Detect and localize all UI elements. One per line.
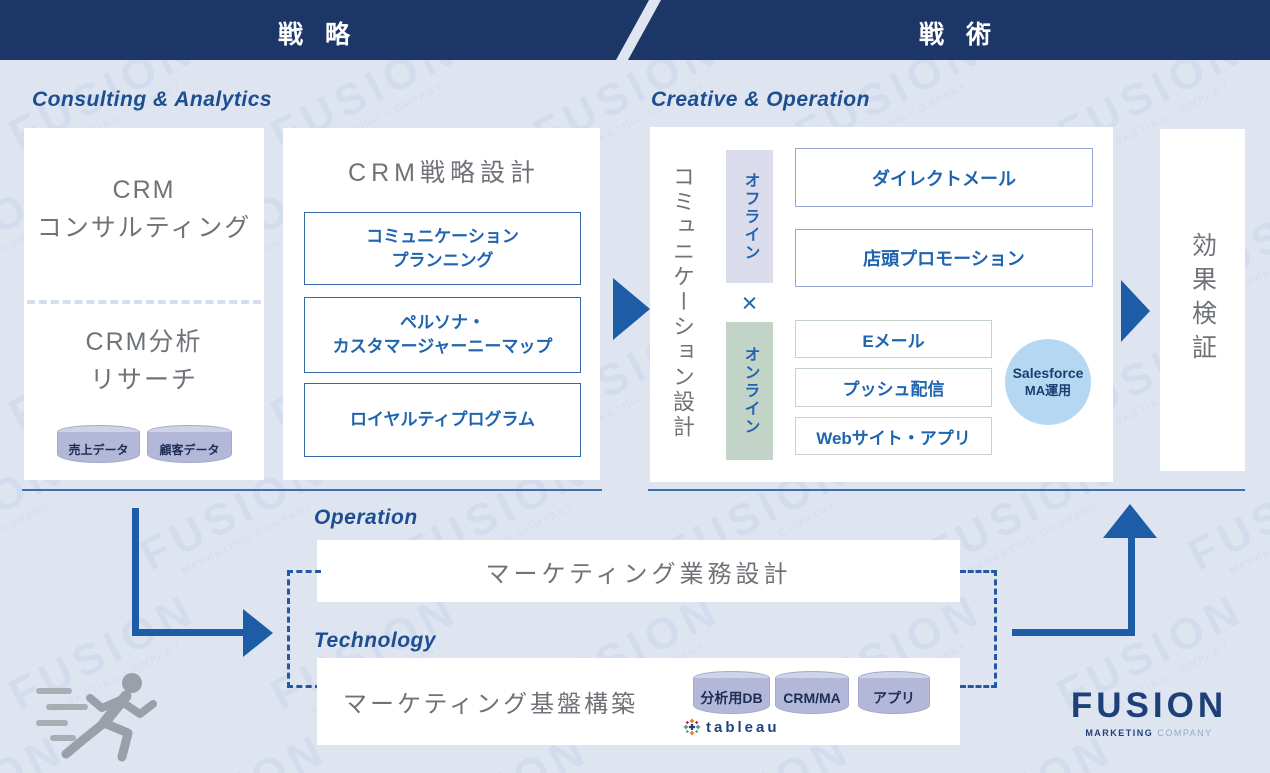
cylinder-body [147, 432, 232, 463]
communication-design-box: コミュニケーション設計 オフライン × オンライン ダイレクトメール 店頭プロモ… [650, 127, 1113, 482]
crm-strategy-design-box: CRM戦略設計 コミュニケーション プランニング ペルソナ・ カスタマージャーニ… [283, 128, 600, 480]
flow-arrow-right-icon [1121, 280, 1150, 342]
tableau-wordmark: tableau [706, 718, 780, 736]
header-strategy-panel [0, 0, 649, 60]
header-tactics-panel [628, 0, 1270, 60]
store-promotion-box: 店頭プロモーション [795, 229, 1093, 287]
operation-heading: Operation [314, 506, 418, 529]
direct-mail-box: ダイレクトメール [795, 148, 1093, 207]
crm-consulting-label: CRM コンサルティング [36, 176, 252, 242]
marketing-platform-label: マーケティング基盤構築 [343, 691, 639, 718]
online-strip: オンライン [726, 322, 773, 460]
strategy-title: 戦略 [277, 21, 372, 49]
cylinder-body [693, 678, 770, 714]
customer-data-cylinder: 顧客データ [147, 425, 232, 463]
technology-heading: Technology [314, 629, 437, 652]
crm-analysis-label: CRM分析 リサーチ [85, 328, 203, 394]
offline-strip: オフライン [726, 150, 773, 283]
connector-line-vertical [1128, 537, 1135, 636]
running-person-icon [36, 673, 157, 762]
crm-consulting-box: CRM コンサルティング CRM分析 リサーチ 売上データ 顧客データ [24, 128, 264, 480]
analytics-db-cylinder: 分析用DB [693, 671, 770, 714]
dashed-divider [27, 300, 261, 304]
creative-operation-heading: Creative & Operation [651, 88, 870, 111]
connector-line-horizontal [1012, 629, 1134, 636]
tactics-underline [648, 489, 1245, 491]
communication-design-title: コミュニケーション設計 [670, 165, 695, 440]
logo-sub-marketing: MARKETING [1085, 728, 1154, 738]
fusion-logo-subtitle: MARKETING COMPANY [1058, 728, 1240, 738]
push-delivery-box: プッシュ配信 [795, 368, 992, 407]
communication-planning-item: コミュニケーション プランニング [304, 212, 581, 285]
fusion-logo-name: FUSION [1070, 686, 1228, 725]
crm-strategy-design-title: CRM戦略設計 [348, 159, 540, 187]
app-cylinder: アプリ [858, 671, 930, 714]
email-box: Eメール [795, 320, 992, 358]
cylinder-body [858, 678, 930, 714]
sales-data-cylinder: 売上データ [57, 425, 140, 463]
marketing-operations-design-box: マーケティング業務設計 [317, 540, 960, 602]
connector-arrowhead-right-icon [243, 609, 273, 657]
tableau-logo: tableau [683, 718, 780, 736]
loyalty-program-item: ロイヤルティプログラム [304, 383, 581, 457]
dashed-connector-right [960, 570, 997, 688]
consulting-analytics-heading: Consulting & Analytics [32, 88, 273, 111]
fusion-logo: FUSION MARKETING COMPANY [1058, 688, 1240, 738]
tableau-icon [683, 718, 701, 736]
logo-sub-company: COMPANY [1157, 728, 1213, 738]
web-app-box: Webサイト・アプリ [795, 417, 992, 455]
cylinder-body [57, 432, 140, 463]
effect-evaluation-box: 効果検証 [1160, 129, 1245, 471]
connector-line-horizontal [132, 629, 244, 636]
tactics-title: 戦術 [918, 21, 1013, 49]
strategy-underline [22, 489, 602, 491]
persona-journey-map-item: ペルソナ・ カスタマージャーニーマップ [304, 297, 581, 373]
cylinder-body [775, 678, 849, 714]
dashed-connector-left [287, 570, 321, 688]
connector-line-vertical [132, 508, 139, 636]
salesforce-ma-badge: Salesforce MA運用 [1005, 339, 1091, 425]
connector-arrowhead-up-icon [1103, 504, 1157, 538]
marketing-platform-box: マーケティング基盤構築 分析用DB CRM/MA アプリ [317, 658, 960, 745]
flow-arrow-right-icon [613, 278, 650, 340]
crm-ma-cylinder: CRM/MA [775, 671, 849, 714]
cross-multiply-icon: × [741, 288, 758, 318]
